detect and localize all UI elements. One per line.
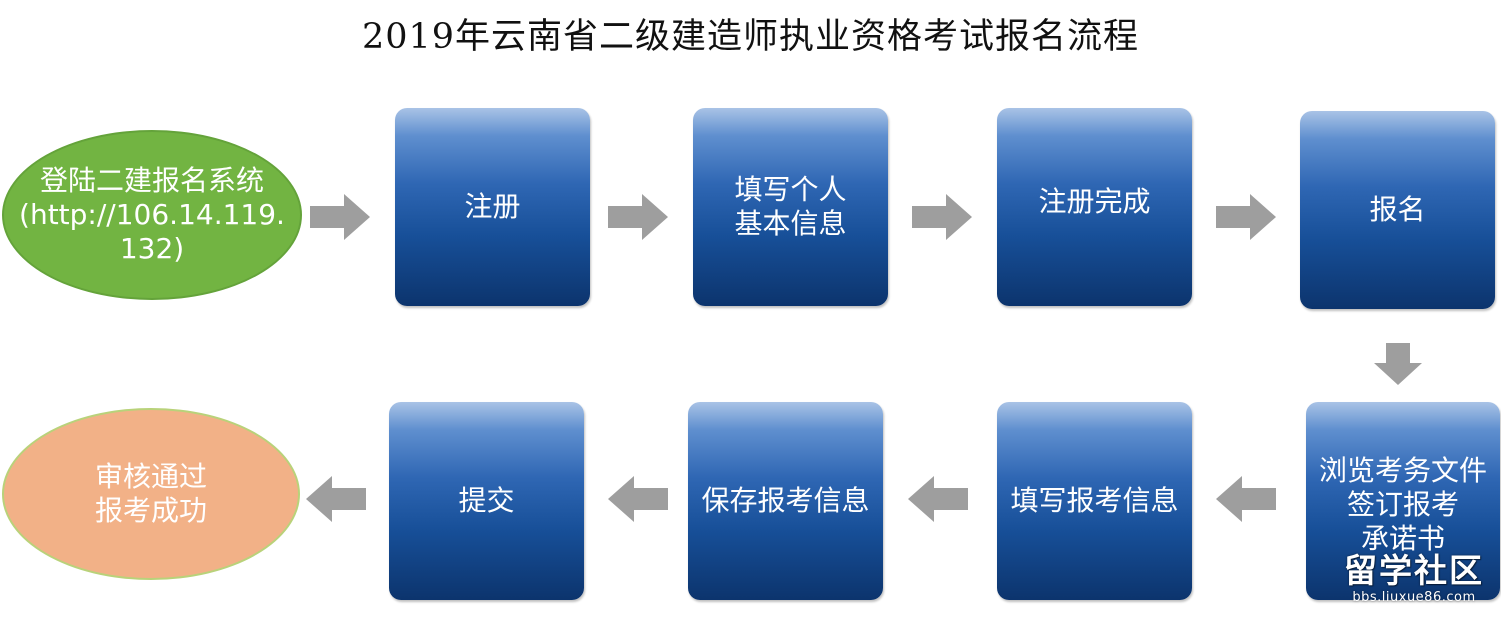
- watermark-main-text: 留学社区: [1344, 551, 1484, 590]
- step-label: 提交: [458, 484, 515, 517]
- step-fill-application-info: 填写报考信息: [997, 402, 1192, 600]
- left-arrow-icon: [306, 476, 366, 522]
- step-label: 填写个人 基本信息: [734, 173, 847, 240]
- diagram-title: 2019年云南省二级建造师执业资格考试报名流程: [361, 17, 1140, 57]
- start-node-label: 登陆二建报名系统 (http://106.14.119.132): [19, 164, 285, 265]
- end-node-approved: 审核通过 报考成功: [2, 408, 300, 580]
- step-fill-basic-info: 填写个人 基本信息: [693, 108, 888, 306]
- site-watermark: 留学社区 bbs.liuxue86.com: [1334, 552, 1494, 612]
- step-label: 浏览考务文件 签订报考 承诺书: [1318, 454, 1487, 555]
- down-arrow-icon: [1374, 343, 1422, 385]
- right-arrow-icon: [608, 194, 668, 240]
- left-arrow-icon: [608, 476, 668, 522]
- step-submit: 提交: [389, 402, 584, 600]
- step-apply: 报名: [1300, 111, 1495, 309]
- step-browse-docs-sign-pledge: 浏览考务文件 签订报考 承诺书: [1306, 402, 1500, 600]
- step-label: 填写报考信息: [1010, 484, 1179, 517]
- right-arrow-icon: [1216, 194, 1276, 240]
- right-arrow-icon: [912, 194, 972, 240]
- start-node-login-system: 登陆二建报名系统 (http://106.14.119.132): [2, 130, 302, 300]
- watermark-url-text: bbs.liuxue86.com: [1352, 590, 1476, 605]
- left-arrow-icon: [908, 476, 968, 522]
- step-register-complete: 注册完成: [997, 108, 1192, 306]
- step-label: 保存报考信息: [701, 484, 870, 517]
- left-arrow-icon: [1216, 476, 1276, 522]
- step-save-application-info: 保存报考信息: [688, 402, 883, 600]
- step-label: 注册完成: [1038, 185, 1151, 218]
- end-node-label: 审核通过 报考成功: [94, 460, 207, 527]
- step-label: 报名: [1369, 193, 1426, 226]
- step-label: 注册: [464, 190, 521, 223]
- right-arrow-icon: [310, 194, 370, 240]
- step-register: 注册: [395, 108, 590, 306]
